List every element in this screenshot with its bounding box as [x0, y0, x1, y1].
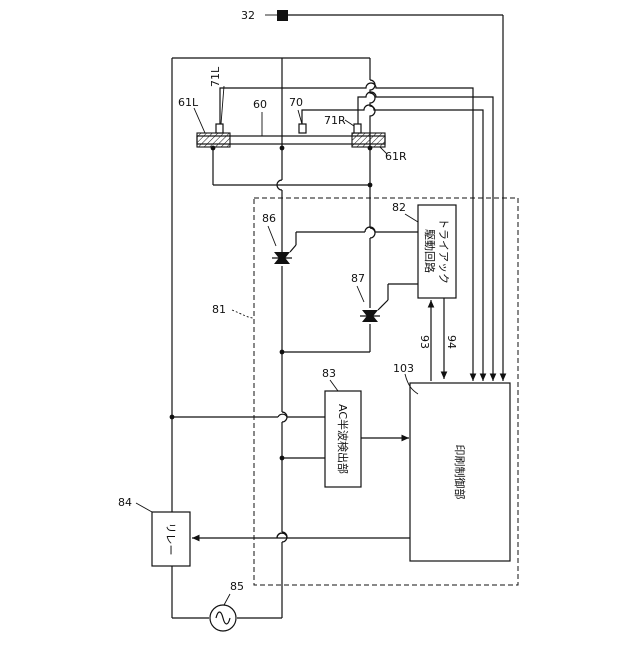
ref-81: 81 [212, 303, 226, 316]
thermistor-71R [354, 124, 361, 133]
ref-103: 103 [393, 362, 414, 375]
ref-61L: 61L [178, 96, 199, 109]
electrode-61R [352, 133, 385, 147]
ac-half-wave-detector: AC半波検出部 83 [322, 367, 409, 487]
ref-71R: 71R [324, 114, 346, 127]
triac-drive-label-2: 駆動回路 [423, 229, 437, 273]
ac-half-wave-label: AC半波検出部 [336, 404, 350, 474]
thermistor-71L [216, 124, 223, 133]
electrode-61L [197, 133, 230, 147]
triac-drive-label-1: トライアック [437, 218, 450, 284]
heater-assembly [197, 124, 385, 150]
ref-61R: 61R [385, 150, 407, 163]
triac-drive-block: トライアック 駆動回路 82 93 94 [392, 201, 458, 381]
triac-86: 86 [262, 212, 418, 264]
print-control-label: 印刷制御部 [453, 445, 467, 500]
relay-label: リレー [164, 523, 177, 556]
ref-71L: 71L [209, 66, 222, 87]
ref-94: 94 [445, 335, 458, 349]
ref-83: 83 [322, 367, 336, 380]
ref-85: 85 [230, 580, 244, 593]
ref-32: 32 [241, 9, 255, 22]
ref-84: 84 [118, 496, 132, 509]
ref-87: 87 [351, 272, 365, 285]
relay-84: リレー 84 [118, 496, 190, 566]
thermistor-70 [299, 124, 306, 133]
ref-93: 93 [418, 335, 431, 349]
ref-82: 82 [392, 201, 406, 214]
ref-60: 60 [253, 98, 267, 111]
ref-86: 86 [262, 212, 276, 225]
ac-source-85: 85 [210, 580, 244, 631]
terminal-32: 32 [241, 9, 288, 22]
ref-70: 70 [289, 96, 303, 109]
triac-87: 87 [351, 272, 418, 322]
